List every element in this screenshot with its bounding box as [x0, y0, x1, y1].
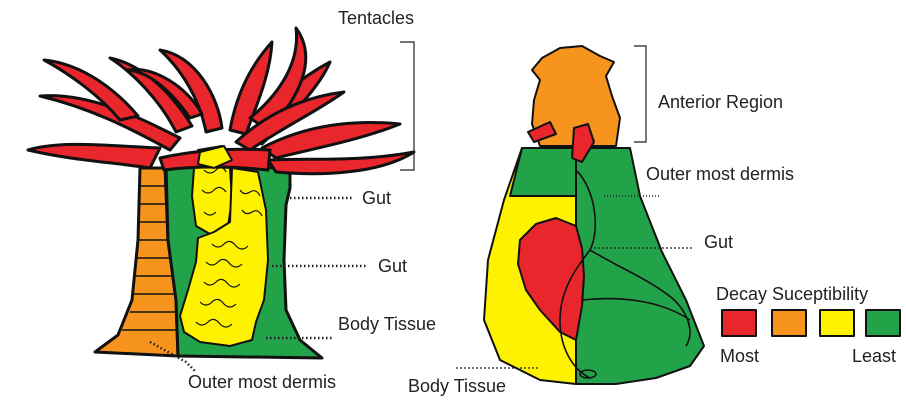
label-outer-dermis-left: Outer most dermis: [188, 372, 336, 392]
tentacles-bracket: [400, 42, 414, 170]
label-gut-upper: Gut: [362, 188, 391, 208]
left-specimen: [28, 28, 414, 358]
legend-swatch-most: [722, 310, 756, 336]
legend-swatch-least: [866, 310, 900, 336]
label-anterior-region: Anterior Region: [658, 92, 783, 112]
legend-swatch-high: [772, 310, 806, 336]
legend-max-label: Least: [852, 346, 896, 366]
legend: Decay Suceptibility Most Least: [716, 284, 900, 366]
label-tentacles: Tentacles: [338, 8, 414, 28]
label-gut-right: Gut: [704, 232, 733, 252]
legend-swatch-medium: [820, 310, 854, 336]
legend-title: Decay Suceptibility: [716, 284, 868, 304]
anterior-bracket: [634, 46, 646, 142]
label-body-tissue-right: Body Tissue: [408, 376, 506, 396]
label-body-tissue-left: Body Tissue: [338, 314, 436, 334]
label-gut-lower: Gut: [378, 256, 407, 276]
right-outer-dermis-band: [510, 148, 576, 196]
legend-min-label: Most: [720, 346, 759, 366]
label-outer-dermis-right: Outer most dermis: [646, 164, 794, 184]
